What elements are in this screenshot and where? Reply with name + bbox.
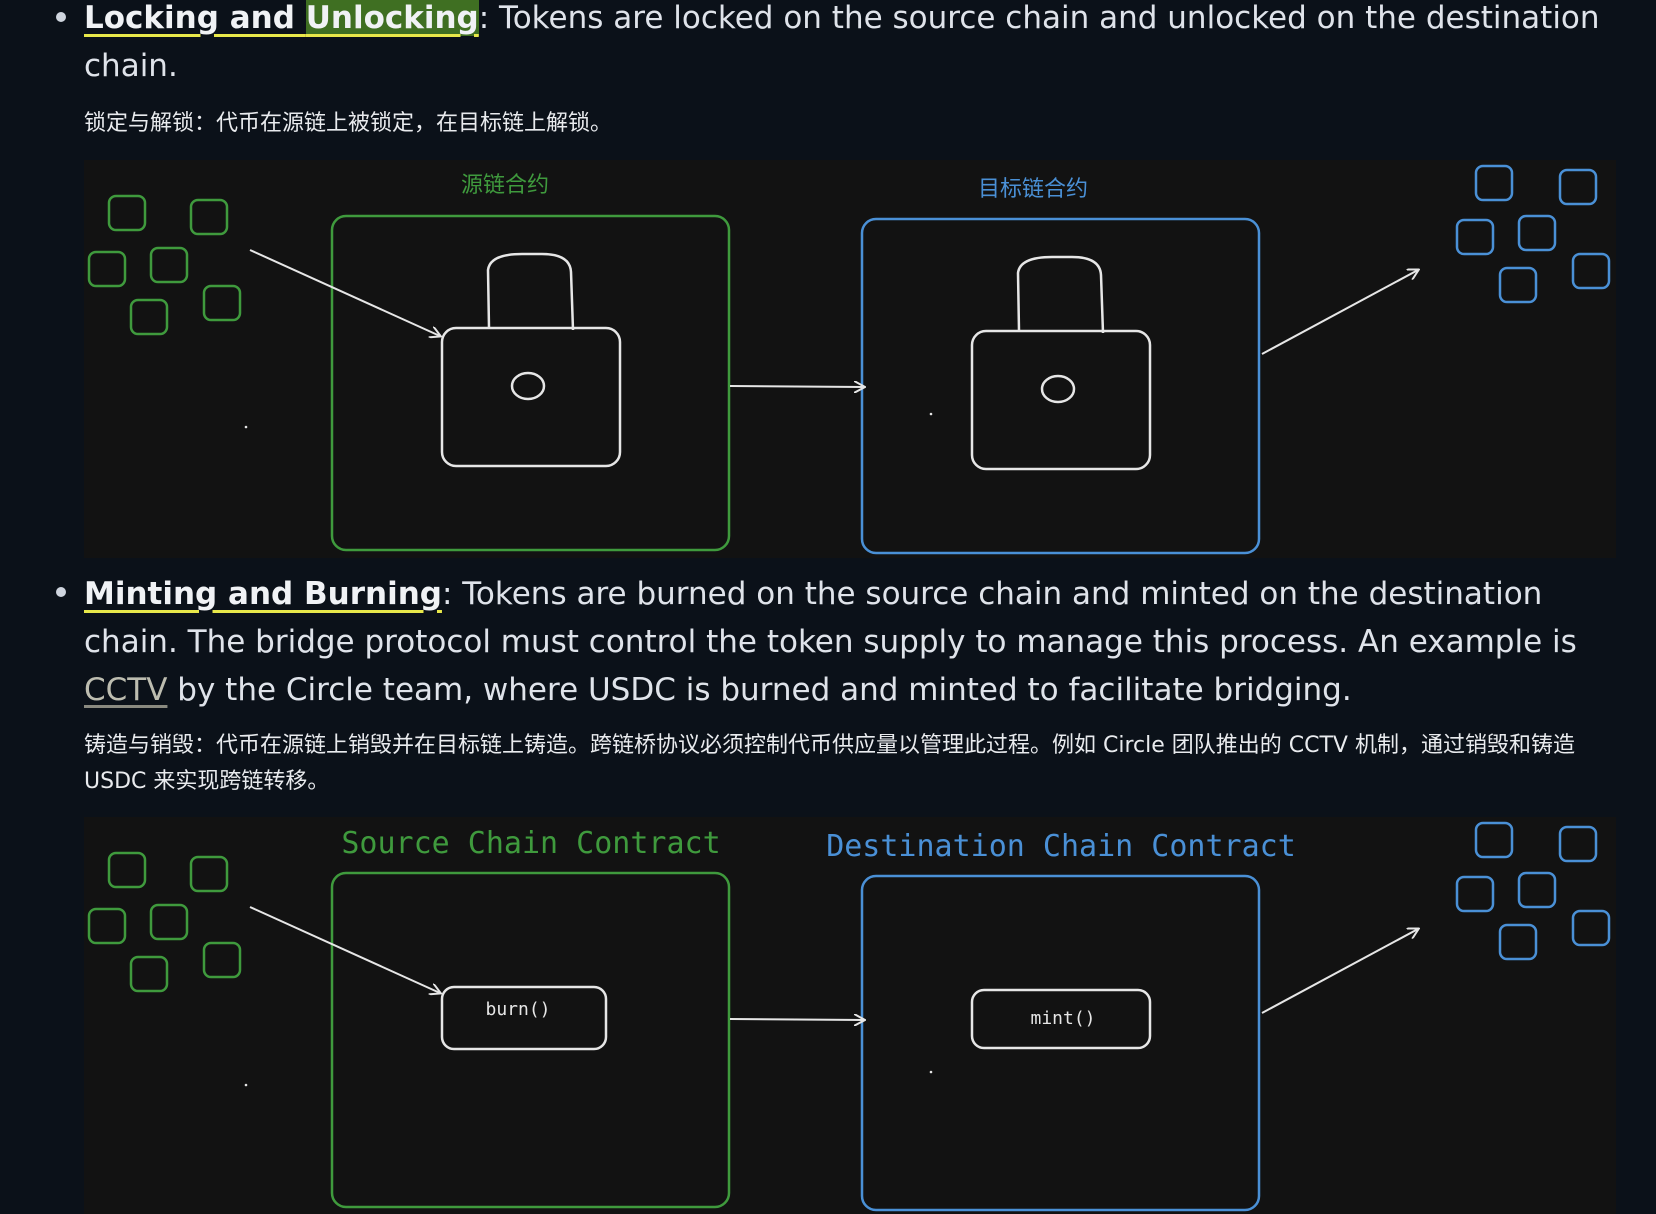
burn-function-label: burn()	[485, 999, 550, 1020]
dest-contract-box	[860, 217, 1261, 555]
arrow	[729, 386, 864, 387]
burn-function-box	[440, 985, 608, 1051]
minting-description-b: by the Circle team, where USDC is burned…	[167, 672, 1352, 708]
cctv-link[interactable]: CCTV	[84, 672, 168, 708]
minting-paragraph: Minting and Burning: Tokens are burned o…	[84, 570, 1624, 714]
minting-translation: 铸造与销毁：代币在源链上销毁并在目标链上铸造。跨链桥协议必须控制代币供应量以管理…	[84, 733, 1575, 794]
arrow	[1261, 270, 1418, 355]
arrow	[1261, 929, 1418, 1014]
dest-tokens	[1455, 821, 1611, 961]
locking-term: Locking and Unlocking	[84, 0, 479, 36]
bullet-icon	[56, 12, 66, 22]
arrow	[249, 249, 440, 336]
dest-contract-box	[860, 874, 1261, 1212]
locking-description: : Tokens are locked on the source chain …	[84, 0, 1600, 84]
source-tokens	[87, 851, 242, 993]
source-tokens	[87, 194, 242, 336]
source-chain-title: Source Chain Contract	[341, 826, 720, 861]
dest-chain-title: 目标链合约	[978, 177, 1088, 202]
minting-diagram: Source Chain Contract Destination Chain …	[84, 817, 1616, 1214]
lock-icon	[970, 255, 1152, 471]
dest-chain-title: Destination Chain Contract	[826, 829, 1296, 864]
arrow	[729, 1019, 864, 1020]
source-chain-title: 源链合约	[461, 173, 549, 198]
source-contract-box	[330, 214, 731, 552]
source-contract-box	[330, 871, 731, 1209]
mint-function-label: mint()	[1030, 1008, 1095, 1029]
bullet-icon	[56, 587, 66, 597]
arrow	[249, 906, 440, 993]
lock-icon	[440, 252, 622, 468]
locking-translation: 锁定与解锁：代币在源链上被锁定，在目标链上解锁。	[84, 111, 613, 136]
mint-function-box	[970, 988, 1152, 1050]
dest-tokens	[1455, 164, 1611, 304]
minting-description-a: : Tokens are burned on the source chain …	[84, 576, 1577, 660]
locking-diagram: 源链合约 目标链合约	[84, 160, 1616, 558]
locking-paragraph: Locking and Unlocking: Tokens are locked…	[84, 0, 1624, 90]
minting-term: Minting and Burning	[84, 576, 442, 612]
